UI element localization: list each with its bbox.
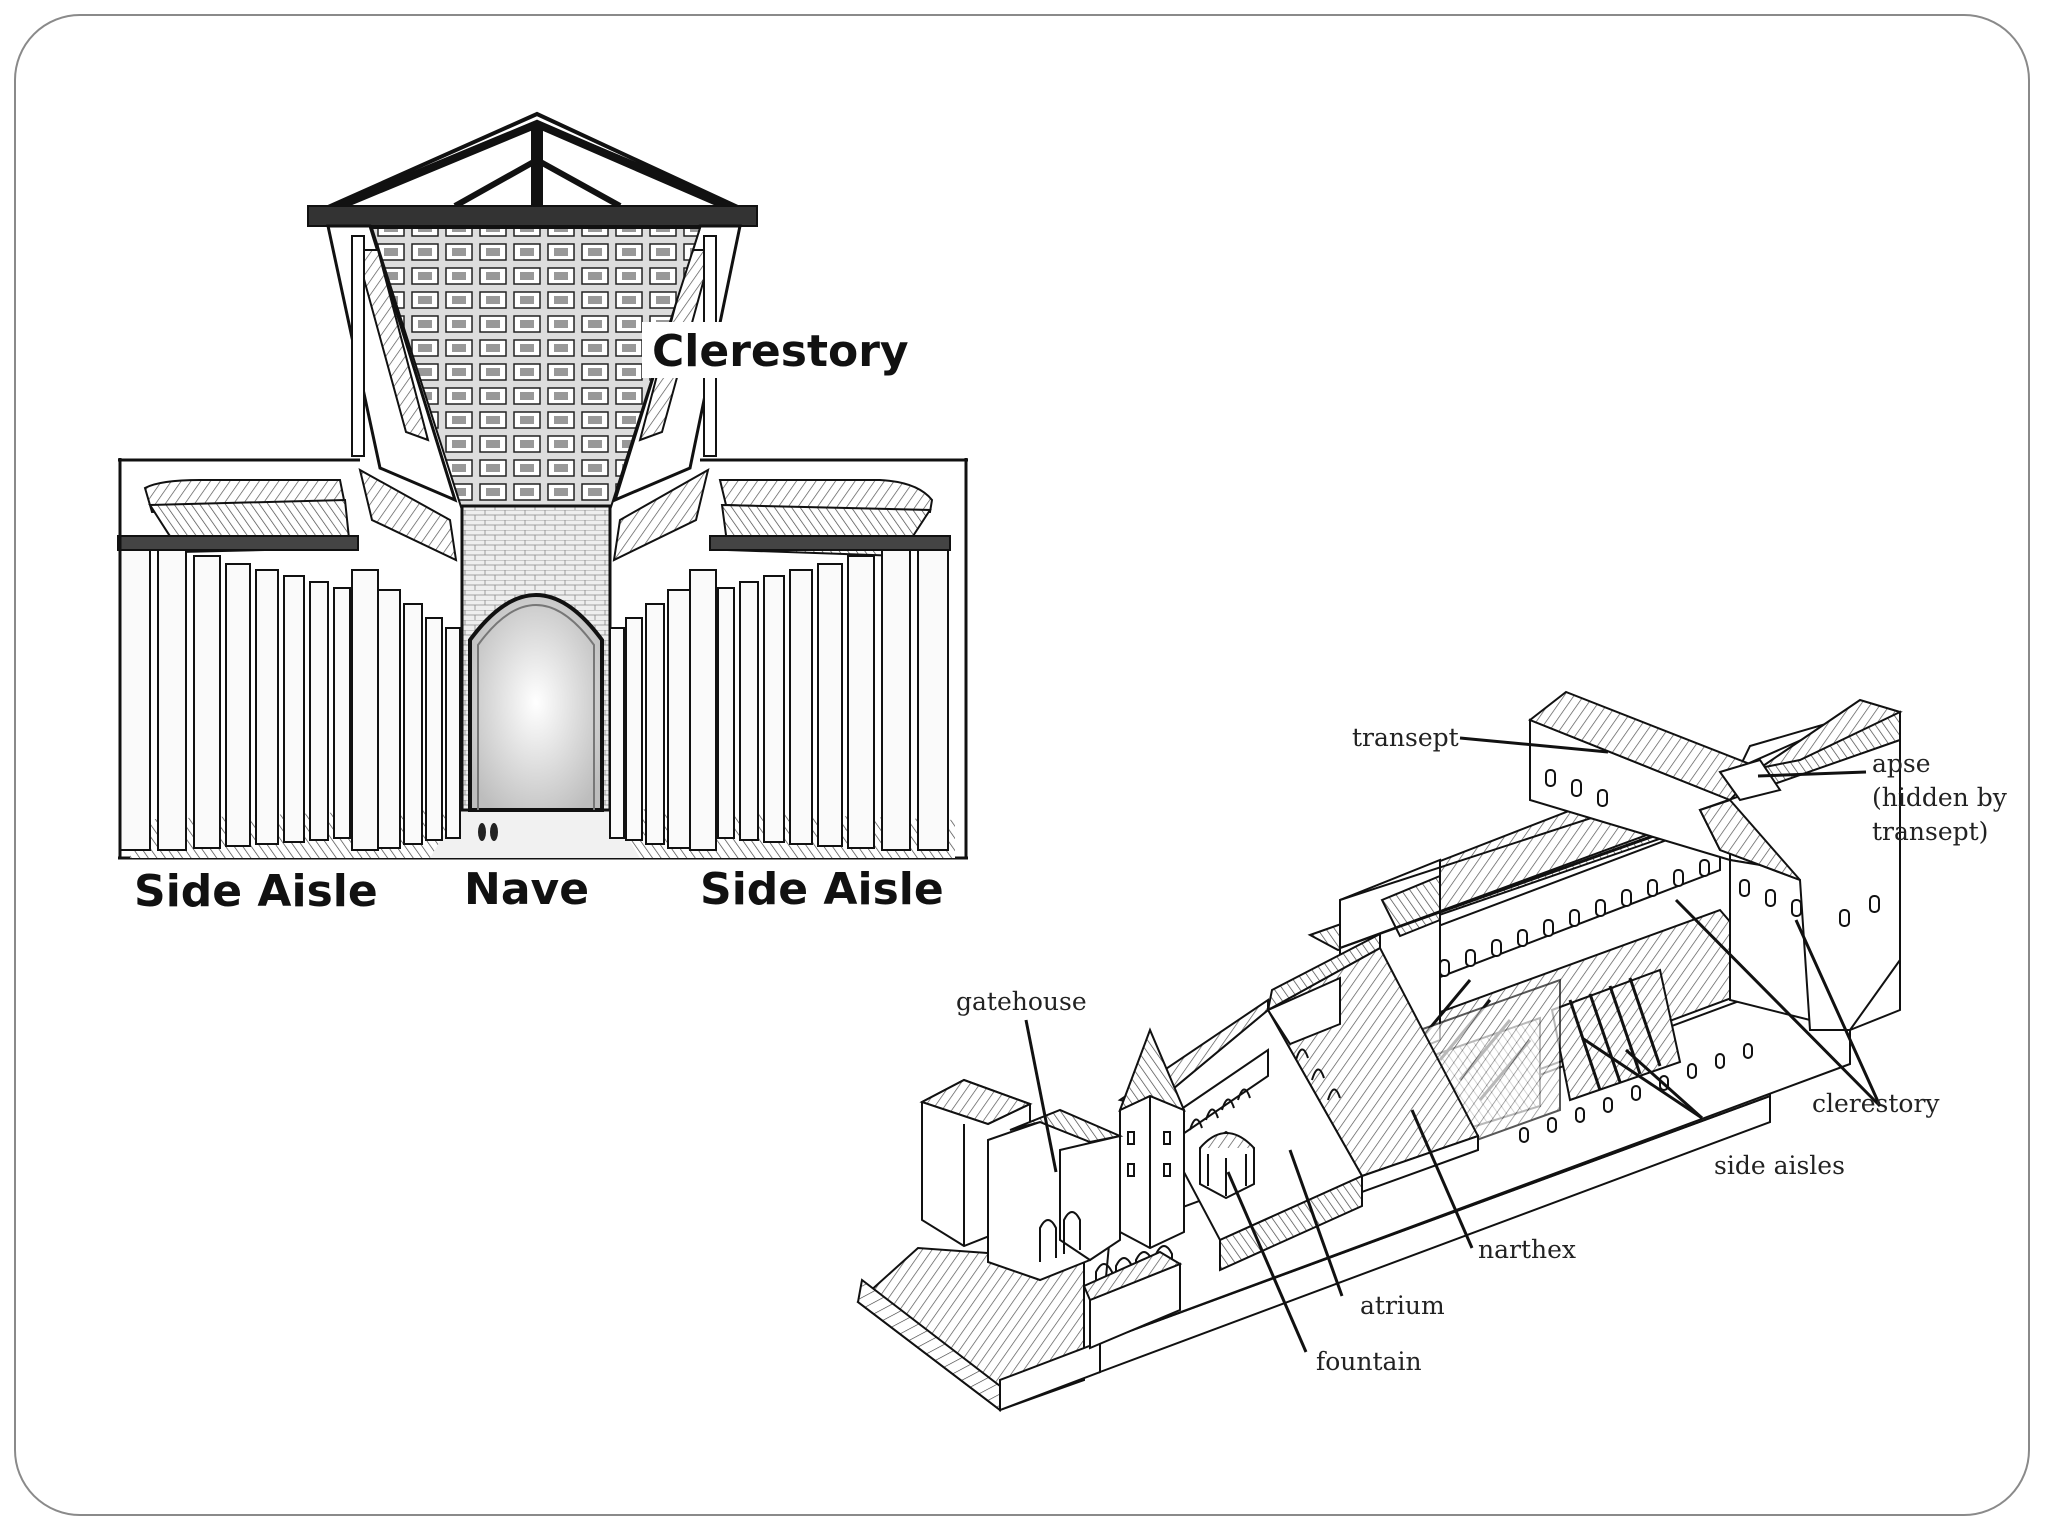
label-gatehouse: gatehouse <box>956 987 1087 1016</box>
gatehouse <box>919 1078 1183 1350</box>
label-narthex: narthex <box>1478 1235 1576 1264</box>
label-apse-line3: transept) <box>1872 817 1988 846</box>
transept-windows <box>1545 769 1880 927</box>
leader-lines <box>1024 736 1882 1353</box>
label-clerestory-bold: Clerestory <box>652 326 909 377</box>
clerestory-label-bg <box>642 322 932 378</box>
gable-roof <box>307 111 758 227</box>
label-transept: transept <box>1352 723 1459 752</box>
label-side-aisles: side aisles <box>1714 1151 1845 1180</box>
label-side-aisle-left: Side Aisle <box>134 866 378 917</box>
apse <box>1718 758 1782 802</box>
bell-tower <box>1118 1027 1186 1250</box>
basilica-isometric-illustration: transept apse (hidden by transept) gateh… <box>856 690 2008 1413</box>
left-side-aisle <box>117 458 461 851</box>
transept <box>1528 690 1903 1032</box>
label-nave: Nave <box>464 864 589 915</box>
label-apse-line2: (hidden by <box>1872 783 2008 812</box>
label-apse: apse <box>1872 749 1931 778</box>
label-fountain: fountain <box>1316 1347 1422 1376</box>
label-side-aisle-right: Side Aisle <box>700 864 944 915</box>
narthex <box>1266 932 1480 1194</box>
clerestory-windows <box>1439 859 1710 977</box>
fountain <box>1199 1130 1255 1200</box>
right-side-aisle <box>118 458 968 858</box>
apse-arch <box>460 504 612 841</box>
basilica-interior-illustration: Clerestory Side Aisle Nave Side Aisle <box>117 111 968 917</box>
label-atrium: atrium <box>1360 1291 1445 1320</box>
label-clerestory: clerestory <box>1812 1089 1940 1118</box>
